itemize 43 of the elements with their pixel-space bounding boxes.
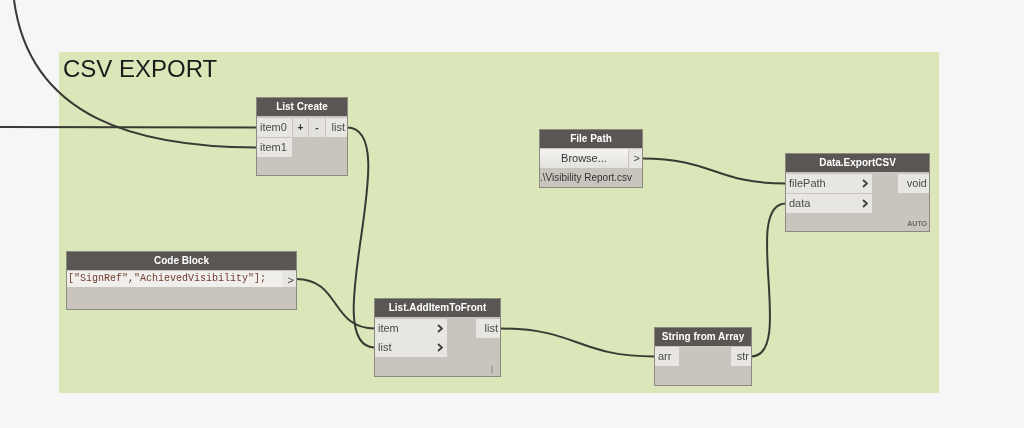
wire: [0, 126, 258, 129]
output-port: >: [629, 149, 642, 168]
wire: [295, 278, 376, 330]
input-port: item0: [257, 118, 292, 137]
lacing-label: |: [489, 364, 495, 374]
output-port: str: [731, 347, 751, 366]
port-label: list: [378, 341, 392, 353]
node-card: [256, 97, 348, 176]
node-title: List Create: [257, 98, 347, 116]
output-port: void: [898, 174, 929, 193]
file-path-text: .\Visibility Report.csv: [540, 171, 634, 185]
port-label: filePath: [789, 177, 826, 189]
input-port: [375, 338, 447, 357]
output-port: list: [476, 319, 500, 338]
wire: [13, 0, 258, 149]
node-title: Data.ExportCSV: [786, 154, 929, 172]
group-title: CSV EXPORT: [63, 55, 218, 83]
node-title: List.AddItemToFront: [375, 299, 500, 317]
input-port: [375, 319, 447, 338]
wire: [499, 327, 656, 358]
wire: [641, 157, 787, 185]
output-port: >: [282, 271, 296, 287]
add-input-button: +: [293, 118, 308, 137]
wire: [750, 202, 787, 358]
browse-button: Browse...: [540, 149, 628, 168]
node-card: [539, 129, 643, 188]
input-port: arr: [655, 347, 679, 366]
input-port: [786, 194, 872, 213]
node-title: Code Block: [67, 252, 296, 270]
port-label: data: [789, 197, 811, 209]
node-title: String from Array: [655, 328, 751, 346]
wire: [346, 126, 376, 349]
remove-input-button: -: [309, 118, 325, 137]
output-port: list: [326, 118, 347, 137]
node-card: [374, 298, 501, 377]
node-card: [785, 153, 930, 232]
node-card: [66, 251, 297, 310]
port-label: item: [378, 322, 399, 334]
node-card: [654, 327, 752, 386]
input-port: [786, 174, 872, 193]
group-panel: [59, 52, 939, 393]
node-title: File Path: [540, 130, 642, 148]
input-port: item1: [257, 138, 292, 157]
